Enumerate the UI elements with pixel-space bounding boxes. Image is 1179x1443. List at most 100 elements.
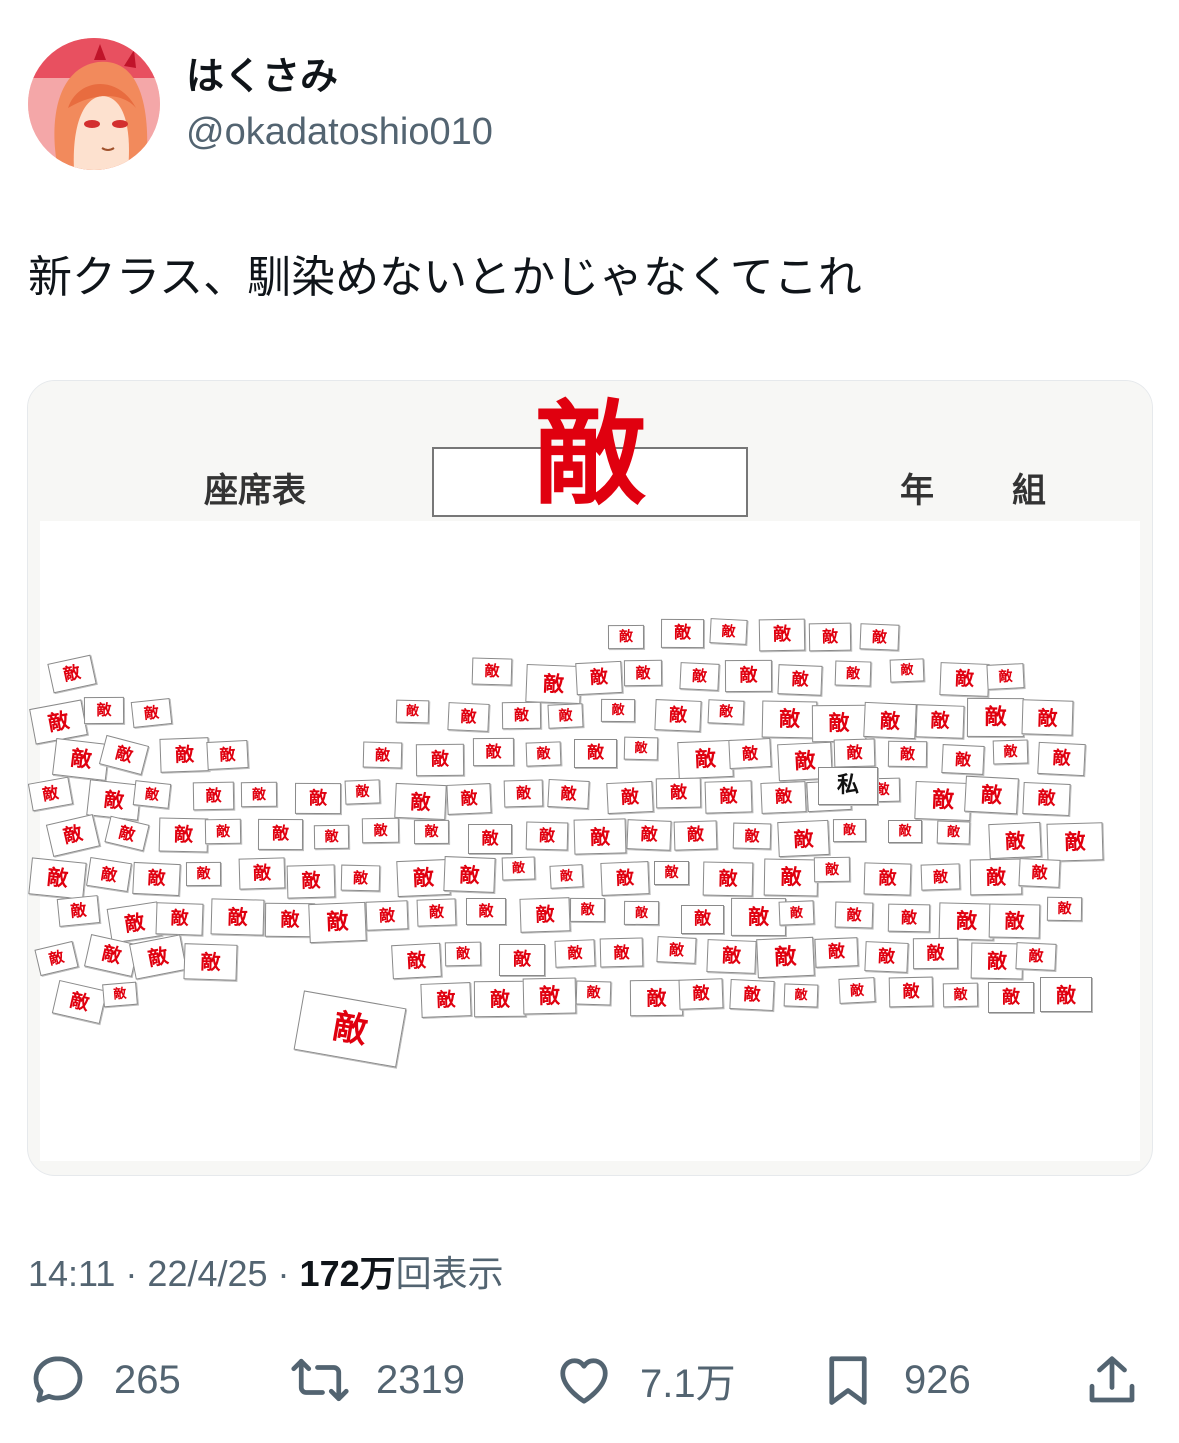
seat-card: 敵 (525, 741, 562, 767)
seat-card: 敵 (966, 697, 1025, 738)
seat-card: 敵 (396, 858, 451, 898)
seat-card: 敵 (724, 659, 773, 693)
seat-card: 敵 (106, 901, 163, 944)
seat-card: 敵 (547, 778, 590, 810)
seat-card: 敵 (888, 976, 934, 1008)
seat-card: 敵 (729, 978, 775, 1012)
seat-card: 敵 (623, 736, 659, 761)
retweet-count: 2319 (376, 1357, 465, 1402)
seat-card: 敵 (547, 703, 584, 729)
seat-card: 敵 (471, 657, 513, 686)
seat-card: 敵 (467, 823, 513, 855)
seat-card: 敵 (420, 982, 472, 1018)
seat-card: 敵 (814, 937, 859, 968)
display-name[interactable]: はくさみ (186, 54, 339, 98)
seat-card: 敵 (498, 943, 546, 977)
seat-card: 敵 (763, 858, 819, 897)
seat-card: 敵 (777, 664, 823, 696)
seat-card: 敵 (654, 699, 702, 732)
avatar-illustration (28, 38, 160, 170)
like-button[interactable]: 7.1万 (554, 1340, 736, 1420)
seat-card: 敵 (834, 901, 874, 929)
seat-card: 敵 (501, 856, 536, 881)
seat-card: 敵 (887, 903, 931, 933)
avatar[interactable] (28, 38, 160, 170)
seat-card: 敵 (606, 780, 654, 815)
seat-card: 敵 (210, 898, 265, 936)
seat-card: 敵 (575, 660, 623, 696)
seat-card: 敵 (964, 775, 1019, 815)
seat-card: 敵 (988, 903, 1041, 939)
seat-card: 敵 (678, 978, 724, 1010)
seat-card: 敵 (942, 982, 979, 1008)
seat-card: 敵 (811, 704, 867, 743)
seat-card: 敵 (294, 782, 342, 815)
seat-card: 敵 (778, 900, 815, 926)
my-seat-card: 私 (818, 767, 878, 805)
seat-card: 敵 (1046, 896, 1083, 922)
seat-card: 敵 (988, 821, 1042, 860)
retweet-button[interactable]: 2319 (290, 1340, 465, 1420)
seat-card: 敵 (45, 813, 101, 858)
seat-card: 敵 (415, 743, 465, 777)
seat-card: 敵 (941, 744, 985, 775)
seat-card: 敵 (706, 939, 757, 974)
tweet-media[interactable]: 座席表 敵 年 組 敵敵敵敵敵敵敵敵敵敵敵敵敵敵敵敵敵敵敵敵敵敵敵敵敵敵敵敵敵敵… (27, 380, 1153, 1176)
seat-card: 敵 (1040, 977, 1092, 1012)
seat-card: 敵 (159, 737, 210, 773)
seat-card: 敵 (833, 738, 876, 768)
tweet-date[interactable]: 22/4/25 (147, 1253, 268, 1294)
seat-card: 敵 (130, 698, 173, 728)
user-handle[interactable]: @okadatoshio010 (186, 111, 493, 153)
seat-card: 敵 (472, 737, 515, 767)
seat-card: 敵 (656, 936, 697, 964)
seat-card: 敵 (626, 819, 672, 851)
seat-card: 敵 (761, 700, 818, 739)
seat-card: 敵 (1037, 741, 1086, 777)
seat-card: 敵 (599, 937, 644, 968)
seat-card: 敵 (206, 739, 249, 771)
seat-card: 敵 (416, 898, 457, 927)
seat-card: 敵 (920, 863, 961, 891)
seat-card: 敵 (519, 897, 571, 933)
seat-card: 敵 (522, 977, 577, 1015)
seat-card: 敵 (702, 861, 754, 897)
bookmark-icon (829, 1356, 867, 1405)
share-button[interactable] (1082, 1340, 1142, 1420)
seat-card: 敵 (1046, 822, 1104, 862)
seat-card: 敵 (444, 941, 482, 967)
seat-card: 敵 (889, 658, 925, 683)
seat-card: 敵 (51, 979, 108, 1025)
seat-card: 敵 (915, 704, 965, 739)
seat-card: 敵 (129, 934, 187, 980)
seat-card: 敵 (777, 819, 830, 858)
seat-card: 敵 (86, 856, 132, 893)
seat-card: 敵 (257, 818, 304, 851)
seat-card: 敵 (575, 980, 612, 1006)
seat-card: 敵 (681, 905, 724, 934)
reply-button[interactable]: 265 (28, 1340, 181, 1420)
seat-card: 敵 (939, 662, 990, 697)
bookmark-button[interactable]: 926 (818, 1340, 971, 1420)
seat-card: 敵 (28, 857, 87, 900)
seat-card: 敵 (361, 817, 400, 844)
seat-card: 敵 (183, 943, 238, 981)
meta-separator: · (267, 1253, 300, 1294)
seat-card: 敵 (573, 738, 618, 769)
seat-card: 敵 (102, 981, 138, 1008)
seat-card: 敵 (1021, 699, 1074, 736)
seat-card: 敵 (413, 819, 450, 845)
seat-card: 敵 (446, 783, 492, 815)
seat-card: 敵 (756, 936, 815, 979)
stray-seat-card: 敵 (293, 990, 407, 1068)
seat-card: 敵 (465, 897, 507, 926)
tweet-time[interactable]: 14:11 (28, 1253, 116, 1294)
seat-card: 敵 (728, 737, 772, 770)
seat-card: 敵 (240, 781, 278, 808)
seat-card: 敵 (863, 701, 917, 740)
seating-chart-title: 座席表 (204, 471, 306, 511)
seat-card: 敵 (185, 861, 222, 887)
seat-card: 敵 (525, 663, 582, 705)
seat-card: 敵 (501, 701, 542, 730)
seat-card: 敵 (760, 781, 807, 814)
